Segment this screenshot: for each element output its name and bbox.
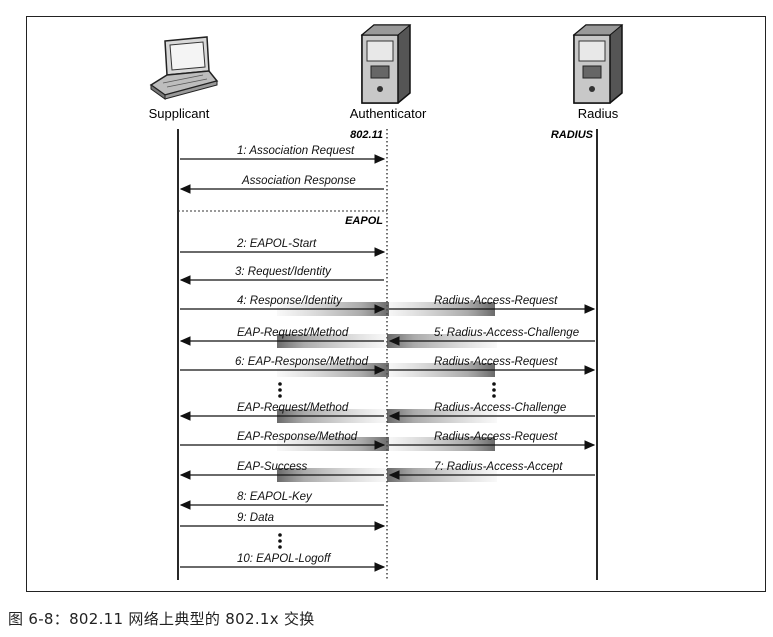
message-label: 9: Data — [237, 512, 274, 524]
diagram-frame: Supplicant Authenticator Radius 802.11 R… — [26, 16, 766, 592]
messages — [179, 154, 596, 572]
message-label: 6: EAP-Response/Method — [235, 356, 369, 368]
message-labels: 1: Association Request Association Respo… — [235, 145, 579, 565]
message-label: 5: Radius-Access-Challenge — [434, 327, 579, 339]
protocol-label-80211: 802.11 — [350, 129, 383, 141]
message-label: Radius-Access-Request — [434, 431, 558, 443]
message-label: 1: Association Request — [237, 145, 355, 157]
server-icon — [360, 24, 412, 104]
message-label: 2: EAPOL-Start — [236, 238, 317, 250]
message-label: Radius-Access-Request — [434, 356, 558, 368]
sequence-diagram: Supplicant Authenticator Radius 802.11 R… — [149, 24, 624, 580]
protocol-label-radius: RADIUS — [551, 129, 594, 141]
message-label: 10: EAPOL-Logoff — [237, 553, 332, 565]
message-label: 4: Response/Identity — [237, 295, 343, 307]
message-label: 8: EAPOL-Key — [237, 491, 313, 503]
message-label: 3: Request/Identity — [235, 266, 332, 278]
radius-label: Radius — [578, 106, 619, 121]
band-right — [277, 437, 389, 451]
authenticator-label: Authenticator — [350, 106, 427, 121]
message-label: Radius-Access-Challenge — [434, 402, 566, 414]
message-label: EAP-Response/Method — [237, 431, 358, 443]
message-label: Association Response — [241, 175, 356, 187]
server-icon — [572, 24, 624, 104]
message-label: EAP-Request/Method — [237, 402, 349, 414]
protocol-label-eapol: EAPOL — [345, 215, 383, 227]
message-label: EAP-Success — [237, 461, 308, 473]
laptop-icon — [149, 36, 219, 100]
continuation-dots — [278, 382, 496, 549]
supplicant-label: Supplicant — [149, 106, 210, 121]
message-label: EAP-Request/Method — [237, 327, 349, 339]
figure-caption: 图 6-8：802.11 网络上典型的 802.1x 交换 — [8, 610, 315, 628]
message-label: Radius-Access-Request — [434, 295, 558, 307]
band-right — [385, 437, 495, 451]
message-label: 7: Radius-Access-Accept — [434, 461, 563, 473]
